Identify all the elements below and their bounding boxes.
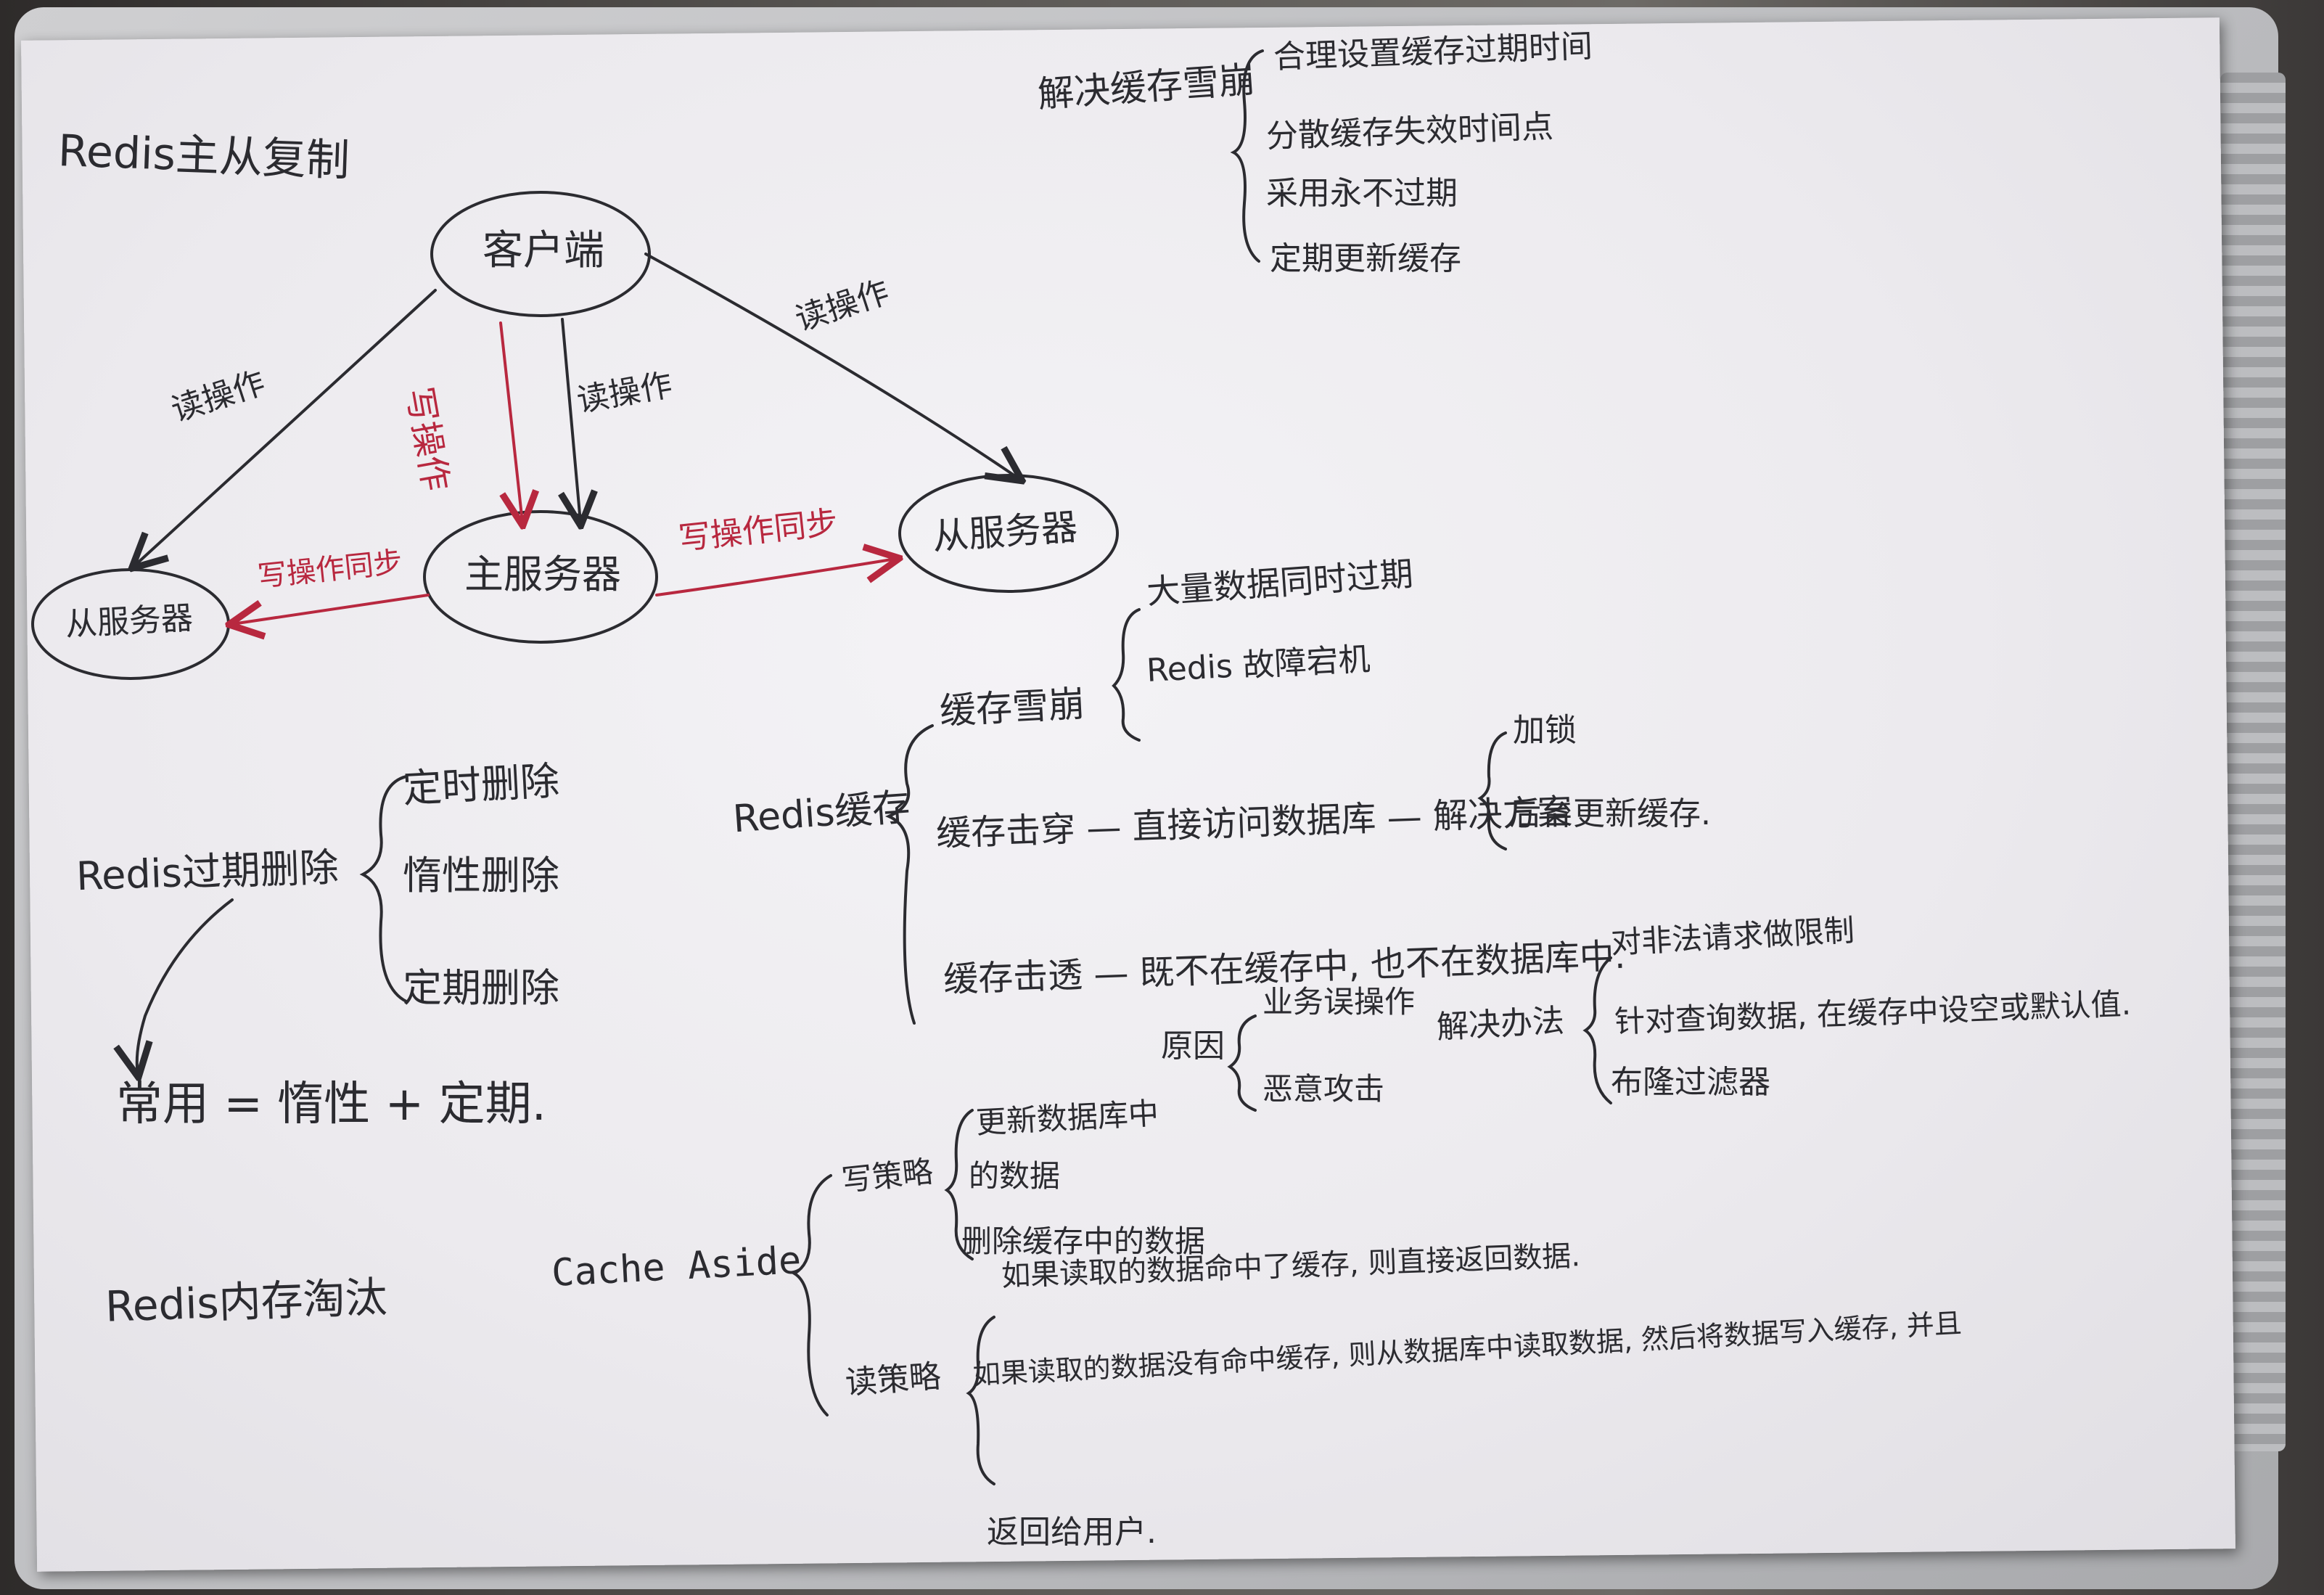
cache-avalanche-label: 缓存雪崩 [938,682,1086,733]
client-label: 客户端 [483,227,604,274]
expiry-timed: 定时删除 [401,758,561,812]
breakdown-solution-lock: 加锁 [1513,712,1577,749]
master-node [423,510,658,644]
expiry-common: 常用 = 惰性 + 定期. [116,1078,546,1131]
write-strategy-label: 写策略 [839,1153,935,1199]
read-arrow-left [134,289,437,566]
avalanche-causes-brace [1112,608,1141,742]
penetration-causes-label: 原因 [1161,1028,1225,1065]
read-miss-text-2: 返回给用户. [987,1514,1157,1551]
penetration-causes-brace [1227,1014,1257,1112]
write-strategy-brace [944,1109,974,1260]
replication-title: Redis主从复制 [57,126,351,186]
slave-right-label: 从服务器 [931,506,1079,558]
penetration-solutions-label: 解决办法 [1435,1002,1566,1046]
read-strategy-brace [966,1316,995,1485]
cache-aside-brace [792,1174,832,1416]
read-strategy-label: 读策略 [844,1358,943,1402]
slave-left-label: 从服务器 [64,599,194,644]
read-arrow-middle [562,318,580,522]
memory-eviction-title: Redis内存淘汰 [104,1272,388,1332]
avalanche-solution-4: 定期更新缓存 [1270,240,1461,277]
sync-arrow-left [232,594,430,624]
expiry-brace [359,775,408,1003]
expiry-title: Redis过期删除 [75,844,340,900]
breakdown-solutions-brace [1477,731,1507,850]
penetration-solution-3: 布隆过滤器 [1611,1064,1770,1101]
client-node [430,191,651,317]
expiry-lazy: 惰性删除 [403,853,559,898]
expiry-periodic: 定期删除 [403,965,559,1011]
write-step-3: 删除缓存中的数据 [961,1223,1206,1259]
write-arrow [499,321,522,522]
avalanche-solution-3: 采用永不过期 [1266,175,1458,212]
master-label: 主服务器 [464,552,621,597]
penetration-solutions-brace [1582,956,1612,1104]
breakdown-solution-refresh: 后台更新缓存. [1509,795,1711,832]
avalanche-solutions-brace [1230,49,1264,263]
read-arrow-right [644,253,1019,479]
penetration-cause-2: 恶意攻击 [1262,1071,1385,1107]
redis-cache-brace [884,724,934,1025]
write-step-1: 更新数据库中 [974,1095,1160,1141]
write-step-2: 的数据 [969,1158,1061,1194]
penetration-cause-1: 业务误操作 [1262,984,1416,1020]
expiry-to-common-arrow [137,898,234,1074]
sync-arrow-right [655,559,896,596]
